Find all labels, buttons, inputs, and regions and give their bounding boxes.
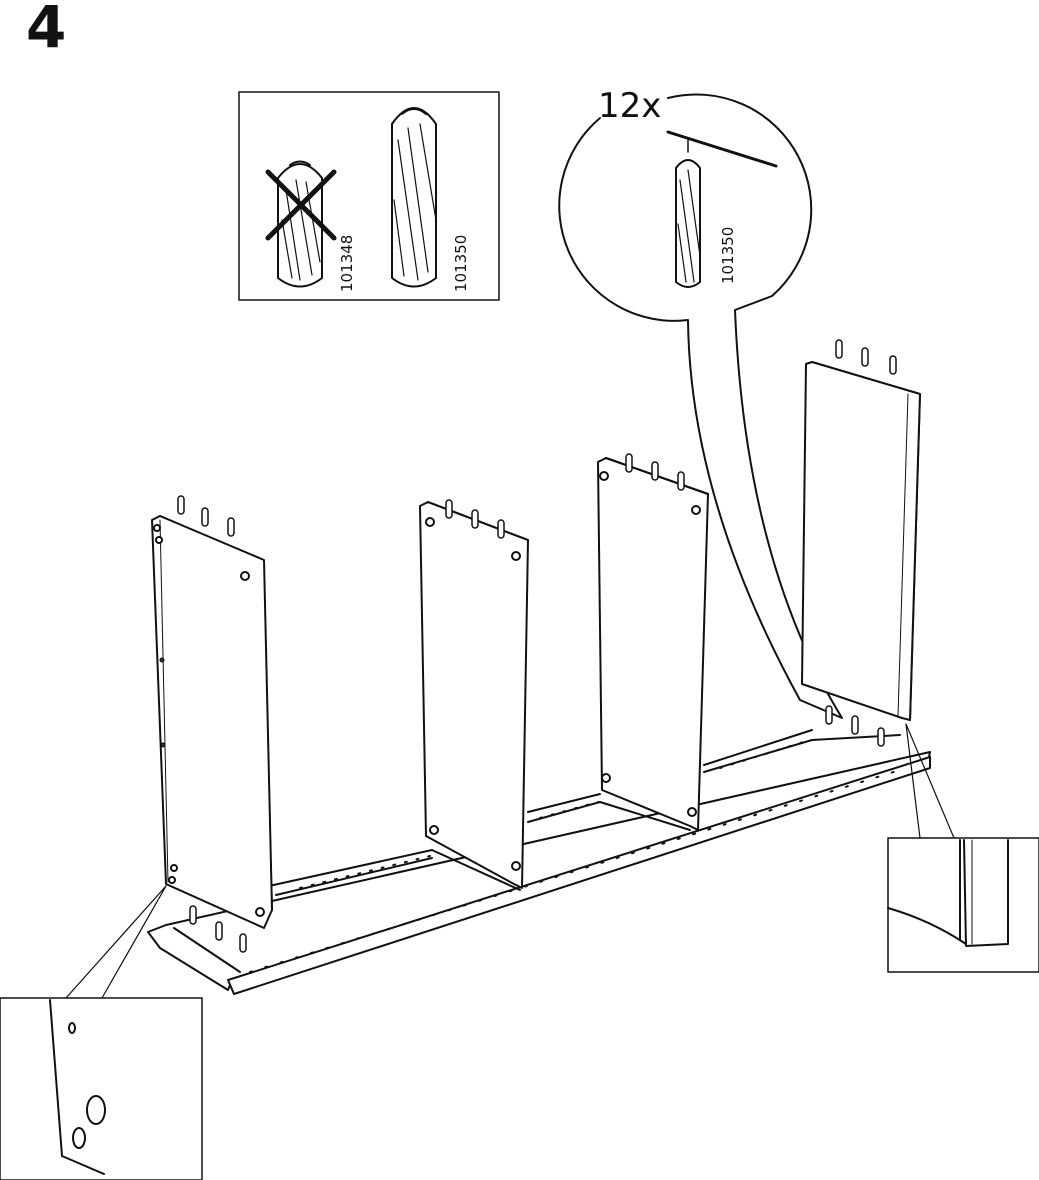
side-panel-left	[152, 496, 272, 952]
detail-right	[888, 724, 1039, 972]
correct-dowel-label: 101350	[452, 235, 470, 292]
long-dowel-icon	[392, 108, 436, 287]
divider-panel-2	[420, 500, 528, 888]
wrong-dowel-label: 101348	[338, 235, 356, 292]
divider-panel-3	[598, 454, 708, 830]
side-panel-right	[802, 340, 920, 746]
callout-part-label: 101350	[719, 227, 737, 284]
quantity-label: 12x	[598, 86, 661, 126]
dowel-comparison-box: 101348 101350	[239, 92, 499, 300]
